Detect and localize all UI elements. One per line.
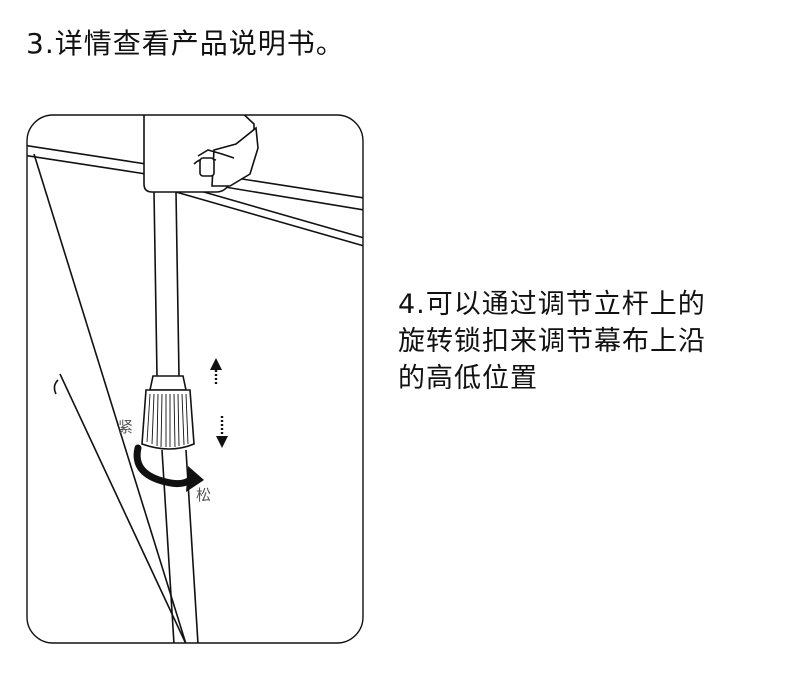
up-arrow-icon <box>210 358 222 386</box>
tripod-lock-illustration: 紧 松 <box>26 114 364 644</box>
loosen-label: 松 <box>196 486 211 504</box>
pole-upper-right <box>175 191 180 377</box>
down-arrow-icon <box>216 416 228 448</box>
pole-upper-left <box>153 191 158 377</box>
lock-knob <box>141 389 195 450</box>
step-4-description: 4.可以通过调节立杆上的 旋转锁扣来调节幕布上沿 的高低位置 <box>398 286 758 397</box>
step-4-line: 旋转锁扣来调节幕布上沿 <box>398 326 706 357</box>
step-4-line: 4.可以通过调节立杆上的 <box>398 289 706 320</box>
step-3-title: 3.详情查看产品说明书。 <box>26 27 345 60</box>
screen-rail <box>175 183 363 239</box>
rotate-arrow-icon <box>133 444 204 492</box>
illustration-frame <box>26 114 364 644</box>
tripod-leg-left <box>33 153 187 643</box>
tighten-label: 紧 <box>118 418 133 436</box>
step-4-line: 的高低位置 <box>398 363 538 394</box>
